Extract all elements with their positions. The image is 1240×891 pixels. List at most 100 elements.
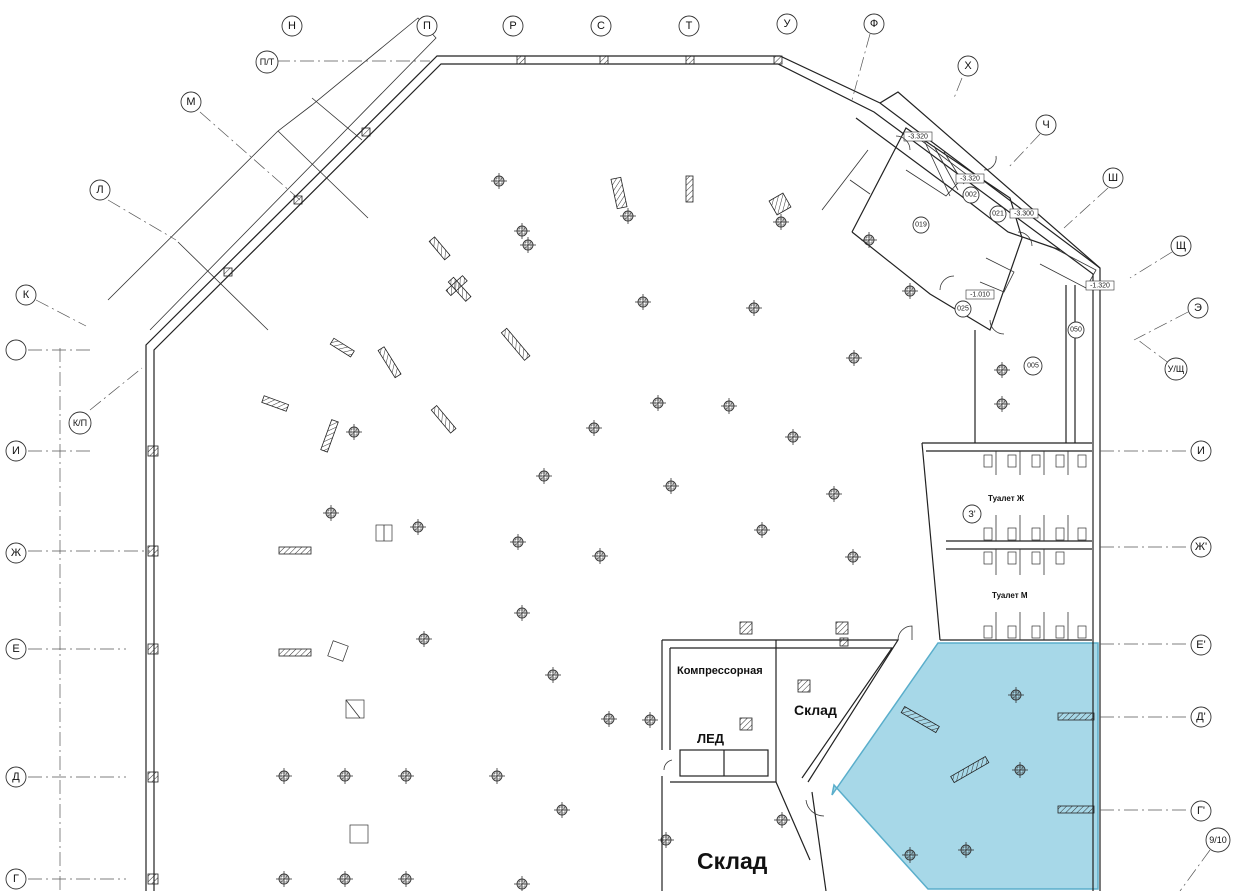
axis-bubble-kp: К/П	[68, 411, 92, 435]
column-mark	[513, 604, 531, 622]
column-mark	[649, 394, 667, 412]
room-number-050: 050	[1070, 327, 1082, 334]
axis-bubble-m: М	[180, 91, 202, 113]
column-mark	[336, 767, 354, 785]
column-mark	[275, 870, 293, 888]
column-mark	[720, 397, 738, 415]
level-mark-2: -3.320	[960, 176, 980, 183]
highlighted-area[interactable]	[831, 642, 1099, 890]
column-mark	[513, 875, 531, 891]
axis-lines	[28, 33, 1211, 891]
axis-bubble-kh: Х	[957, 55, 979, 77]
axis-bubble-u: У	[776, 13, 798, 35]
room-number-019: 019	[915, 222, 927, 229]
axis-bubble-nine-ten: 9/10	[1205, 827, 1231, 853]
room-label-toilet-m: Туалет М	[992, 591, 1028, 600]
svg-text:Ш: Ш	[1108, 172, 1118, 184]
column-mark	[591, 547, 609, 565]
column-mark	[860, 231, 878, 249]
svg-text:Ч: Ч	[1042, 119, 1049, 131]
column-mark	[585, 419, 603, 437]
svg-text:У/Щ: У/Щ	[1168, 364, 1185, 374]
axis-bubble-p: П	[416, 15, 438, 37]
column-mark	[844, 548, 862, 566]
column-mark	[509, 533, 527, 551]
column-mark	[535, 467, 553, 485]
room-number-025: 025	[957, 306, 969, 313]
svg-text:К/П: К/П	[73, 418, 87, 428]
dimension-frame	[107, 17, 437, 331]
axis-bubble-n: Н	[281, 15, 303, 37]
column-mark	[845, 349, 863, 367]
axis-bubble-g-left: Г	[5, 868, 27, 890]
level-mark-5: -1.320	[1090, 283, 1110, 290]
axis-bubble-shch: Щ	[1170, 235, 1192, 257]
column-mark	[993, 395, 1011, 413]
svg-text:Ж: Ж	[11, 547, 21, 559]
axis-bubble-k: К	[15, 284, 37, 306]
column-mark	[345, 423, 363, 441]
column-mark	[901, 282, 919, 300]
axis-bubble-sh: Ш	[1102, 167, 1124, 189]
toilet-block	[921, 285, 1092, 641]
axis-bubble-ye-left: Е	[5, 638, 27, 660]
svg-text:Л: Л	[96, 184, 103, 196]
column-mark	[513, 222, 531, 240]
column-mark	[993, 361, 1011, 379]
svg-text:С: С	[597, 20, 605, 32]
axis-bubble-zh-left: Ж	[5, 542, 27, 564]
axis-bubble-g-right: Г'	[1190, 800, 1212, 822]
column-mark	[753, 521, 771, 539]
column-mark	[336, 870, 354, 888]
axis-bubble-z-inner: З'	[962, 504, 982, 524]
svg-text:З': З'	[968, 509, 975, 519]
column-mark	[619, 207, 637, 225]
axis-bubble-ch: Ч	[1035, 114, 1057, 136]
axis-bubble-r: Р	[502, 15, 524, 37]
column-mark	[634, 293, 652, 311]
svg-text:К: К	[23, 289, 30, 301]
level-mark-4: -1.010	[970, 292, 990, 299]
column-mark	[322, 504, 340, 522]
column-mark	[415, 630, 433, 648]
room-number-021: 021	[992, 211, 1004, 218]
svg-text:Д: Д	[12, 771, 20, 783]
svg-text:Ф: Ф	[870, 18, 878, 30]
column-mark	[825, 485, 843, 503]
column-mark	[784, 428, 802, 446]
svg-text:9/10: 9/10	[1209, 835, 1227, 845]
svg-text:Г': Г'	[1197, 805, 1205, 817]
column-mark	[745, 299, 763, 317]
axis-bubble-d-right: Д'	[1190, 706, 1212, 728]
column-mark	[409, 518, 427, 536]
room-numbers: 019 002 021 025 005 050	[912, 186, 1085, 376]
svg-text:Н: Н	[288, 20, 296, 32]
svg-text:Т: Т	[686, 20, 693, 32]
svg-text:Р: Р	[509, 20, 516, 32]
level-marks: -3.320 -3.320 -3.300 -1.010 -1.320	[903, 131, 1115, 300]
column-mark	[600, 710, 618, 728]
axis-bubble-f: Ф	[863, 13, 885, 35]
column-mark	[519, 236, 537, 254]
column-mark	[275, 767, 293, 785]
axis-bubble-l: Л	[89, 179, 111, 201]
axis-bubble-ushch: У/Щ	[1164, 357, 1188, 381]
room-label-ice: ЛЕД	[697, 731, 725, 746]
room-number-002: 002	[965, 192, 977, 199]
svg-text:Е: Е	[12, 643, 19, 655]
column-mark	[772, 213, 790, 231]
column-mark	[490, 172, 508, 190]
column-mark	[488, 767, 506, 785]
column-mark	[553, 801, 571, 819]
room-number-005: 005	[1027, 363, 1039, 370]
column-mark	[641, 711, 659, 729]
svg-text:П: П	[423, 20, 431, 32]
column-mark	[657, 831, 675, 849]
axis-bubble-d-left: Д	[5, 766, 27, 788]
svg-text:Щ: Щ	[1176, 240, 1186, 252]
axis-bubble-pt: П/Т	[255, 50, 279, 74]
room-label-toilet-f: Туалет Ж	[988, 494, 1025, 503]
stair-wing	[821, 127, 1097, 331]
svg-text:Е': Е'	[1196, 639, 1205, 651]
axis-bubble-zh-right: Ж'	[1190, 536, 1212, 558]
